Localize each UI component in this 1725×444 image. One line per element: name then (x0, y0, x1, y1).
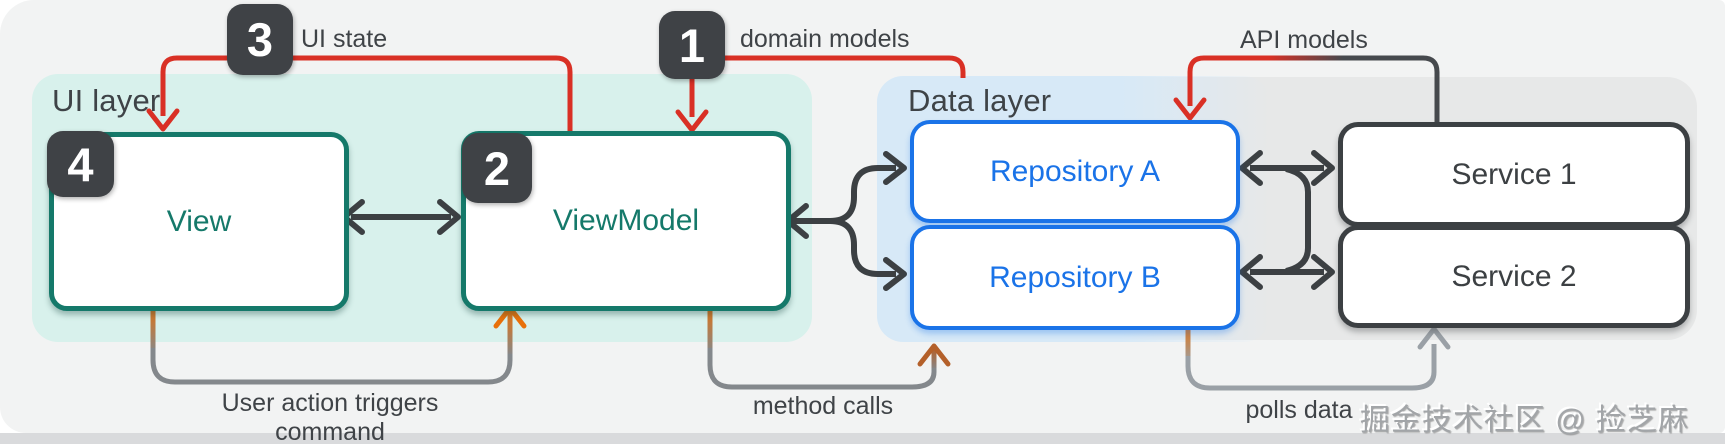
node-repository-a-label: Repository A (989, 154, 1161, 188)
edge-label-polls-data: polls data (1245, 396, 1353, 424)
edge-label-ui-state: UI state (301, 25, 388, 53)
arrow-ui-state (146, 55, 573, 132)
node-view-label: View (166, 204, 232, 238)
node-service-1: Service 1 (1338, 122, 1690, 227)
arrow-api-models (1173, 55, 1440, 122)
step-badge-1: 1 (659, 11, 725, 79)
edge-label-api-models: API models (1240, 26, 1368, 54)
node-service-2-label: Service 2 (1451, 259, 1577, 293)
arrow-polls-data (1185, 322, 1451, 391)
arrow-user-action (150, 302, 527, 385)
arrow-viewmodel-repos-fork (785, 151, 907, 291)
node-service-2: Service 2 (1338, 225, 1690, 328)
edge-label-method-calls: method calls (752, 392, 894, 420)
node-repository-b: Repository B (910, 225, 1240, 330)
edge-label-domain-models: domain models (740, 25, 910, 53)
node-repository-a: Repository A (910, 120, 1240, 223)
arrow-repos-services (1239, 150, 1335, 290)
arrow-view-viewmodel (341, 199, 461, 235)
step-badge-3: 3 (227, 4, 293, 75)
step-badge-2: 2 (462, 133, 532, 203)
ui-layer-label: UI layer (52, 83, 161, 118)
data-layer-label: Data layer (908, 83, 1052, 118)
node-repository-b-label: Repository B (989, 260, 1161, 294)
page-bottom-strip (0, 433, 1725, 444)
watermark: 掘金技术社区 @ 捡芝麻丢西瓜 (1360, 404, 1690, 437)
step-badge-4: 4 (47, 131, 114, 197)
edge-label-user-action: User action triggers command (221, 389, 439, 444)
node-viewmodel-label: ViewModel (552, 204, 700, 237)
node-service-1-label: Service 1 (1451, 157, 1577, 191)
